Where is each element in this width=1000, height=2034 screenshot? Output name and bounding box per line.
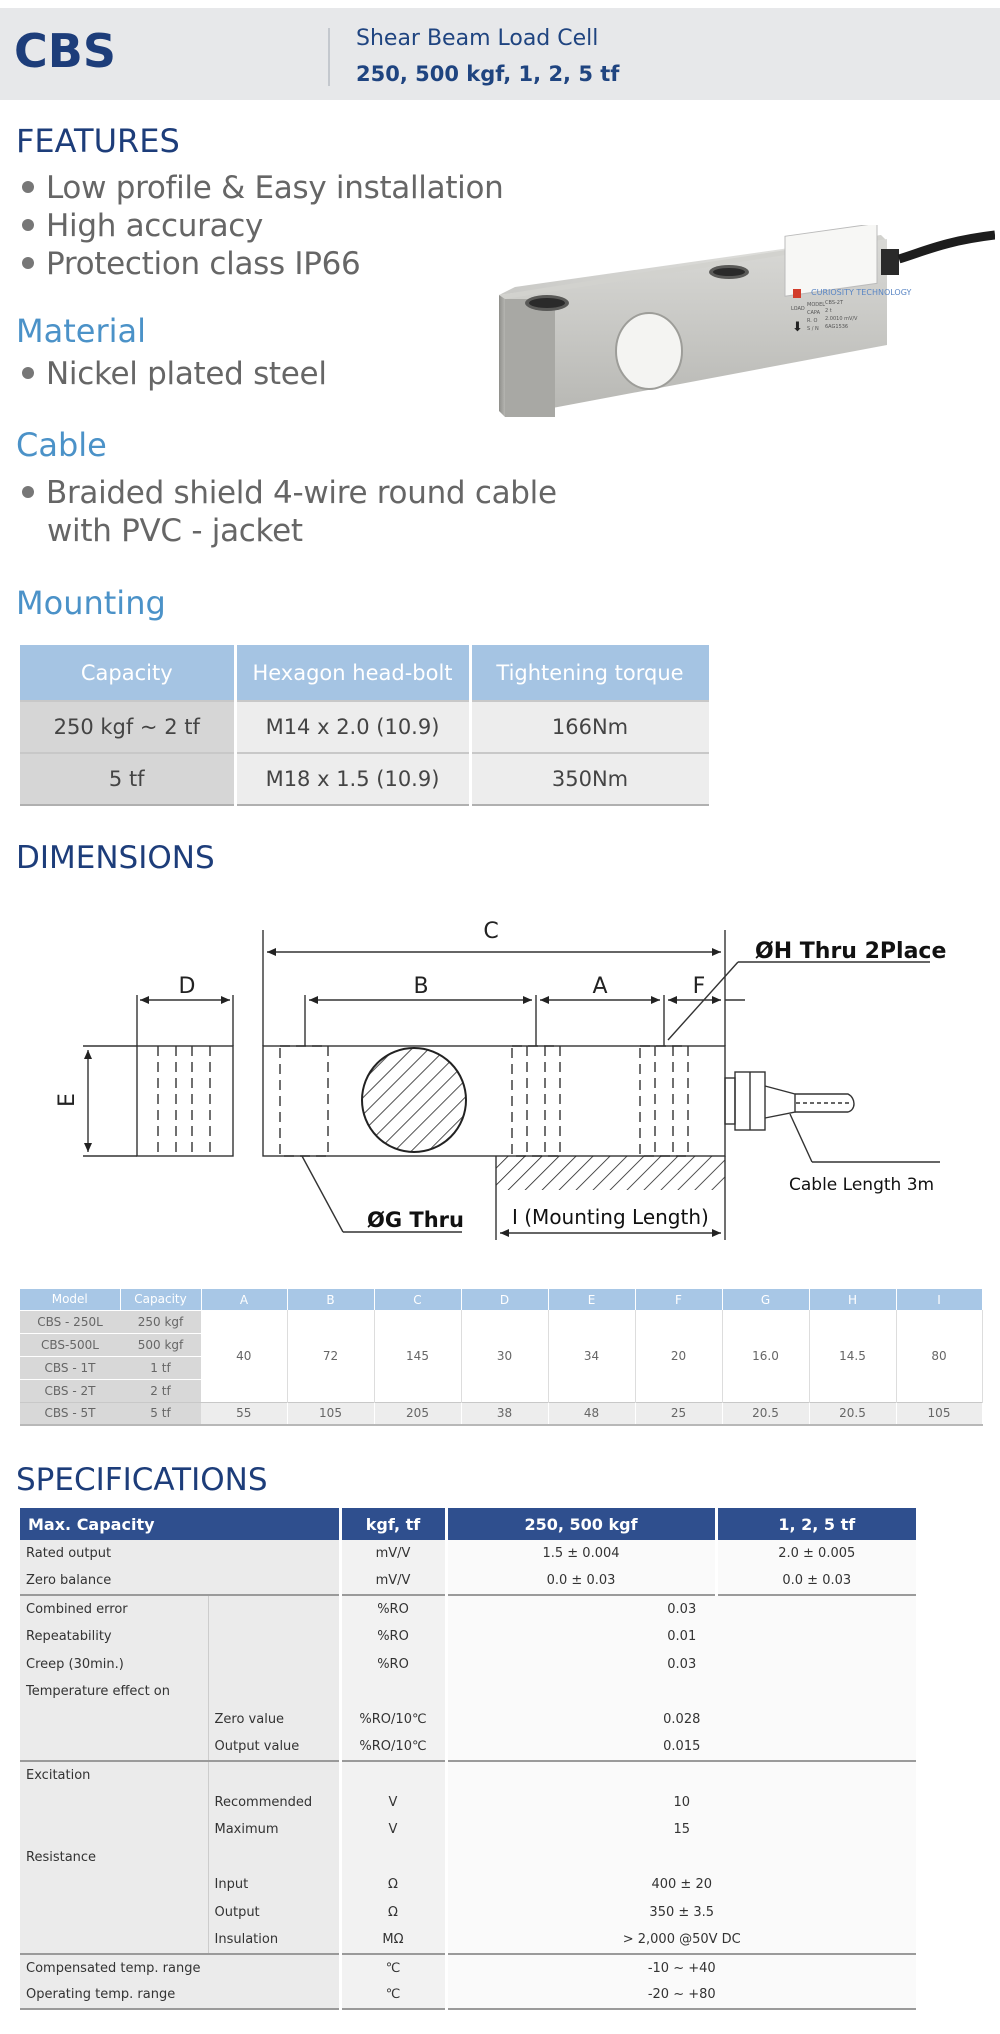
bullet-icon (22, 218, 34, 231)
dimension-drawing: C D B A F E ØH Thru 2Place ØG Thru I (Mo… (55, 919, 946, 1240)
dims-col-model: Model (20, 1289, 121, 1310)
cable-icon (897, 230, 995, 264)
label-model-key: MODEL (807, 302, 825, 308)
dims-col-a: A (201, 1289, 288, 1310)
table-row: Insulation MΩ > 2,000 @50V DC (20, 1926, 916, 1954)
mounting-col-capacity: Capacity (20, 645, 237, 701)
dim-label-d: D (179, 974, 196, 999)
bullet-icon (22, 180, 34, 193)
spec-col-high: 1, 2, 5 tf (716, 1508, 916, 1540)
table-row: Compensated temp. range ℃ -10 ~ +40 (20, 1952, 916, 1982)
dims-col-d: D (461, 1289, 549, 1310)
dims-col-c: C (374, 1289, 462, 1310)
cable-item: Braided shield 4-wire round cable (22, 475, 557, 511)
table-row: Zero balance mV/V 0.0 ± 0.03 0.0 ± 0.03 (20, 1567, 916, 1596)
dims-col-g: G (722, 1289, 810, 1310)
dims-col-i: I (896, 1289, 983, 1310)
load-cell-photo: CURIOSITY TECHNOLOGY LOAD MODEL CBS-2T C… (499, 225, 995, 417)
dims-col-f: F (635, 1289, 723, 1310)
material-heading: Material (16, 312, 146, 350)
table-row: CBS-500L 500 kgf (20, 1332, 982, 1356)
bullet-icon (22, 485, 34, 498)
table-row: CBS - 5T 5 tf 55 105 205 38 48 25 20.5 2… (20, 1401, 983, 1426)
table-row: Excitation (20, 1759, 916, 1789)
mounting-col-torque: Tightening torque (470, 645, 712, 701)
table-row: Output value %RO/10℃ 0.015 (20, 1733, 916, 1761)
dimensions-table: Model Capacity A B C D E F G H I CBS - 2… (20, 1289, 983, 1426)
mounting-heading: Mounting (16, 584, 166, 622)
brand-title: CBS (14, 24, 116, 78)
arrow-down-icon: ⬇ (792, 320, 803, 335)
table-row: Zero value %RO/10℃ 0.028 (20, 1705, 916, 1734)
dims-col-e: E (548, 1289, 636, 1310)
feature-item: Protection class IP66 (22, 246, 361, 282)
bullet-icon (22, 366, 34, 379)
dim-label-b: B (413, 974, 428, 999)
label-sn-value: 6AG1536 (825, 324, 848, 330)
table-row: Recommended V 10 (20, 1788, 916, 1816)
dims-col-capacity: Capacity (120, 1289, 202, 1310)
dim-label-c: C (483, 919, 498, 944)
mounting-col-bolt: Hexagon head-bolt (235, 645, 472, 701)
table-row: Combined error %RO 0.03 (20, 1594, 916, 1623)
label-sn-key: S / N (807, 326, 819, 332)
table-row: CBS - 250L 250 kgf 40 72 145 30 34 20 16… (20, 1309, 983, 1402)
specifications-heading: SPECIFICATIONS (16, 1462, 268, 1498)
table-row: Repeatability %RO 0.01 (20, 1622, 916, 1651)
cable-item-continued: with PVC - jacket (47, 513, 303, 549)
table-row: Resistance (20, 1843, 916, 1872)
header-divider (328, 28, 330, 86)
table-row: Output Ω 350 ± 3.5 (20, 1898, 916, 1927)
cable-heading: Cable (16, 426, 107, 464)
table-row: Operating temp. range ℃ -20 ~ +80 (20, 1981, 916, 2011)
dim-label-e: E (55, 1093, 80, 1107)
table-row: Rated output mV/V 1.5 ± 0.004 2.0 ± 0.00… (20, 1540, 916, 1568)
dim-label-hole-h: ØH Thru 2Place (755, 939, 946, 964)
label-ro-key: R. O (807, 318, 817, 324)
label-brand-line: CURIOSITY TECHNOLOGY (811, 288, 912, 297)
dimensions-heading: DIMENSIONS (16, 840, 215, 876)
table-row: Creep (30min.) %RO 0.03 (20, 1650, 916, 1678)
table-row: CBS - 1T 1 tf (20, 1355, 982, 1379)
material-item: Nickel plated steel (22, 356, 327, 392)
spec-col-capacity: Max. Capacity (20, 1508, 342, 1540)
spec-col-low: 250, 500 kgf (446, 1508, 718, 1540)
dim-label-hole-g: ØG Thru (367, 1208, 464, 1232)
feature-item: High accuracy (22, 208, 263, 244)
dim-label-a: A (592, 974, 607, 999)
product-capacities: 250, 500 kgf, 1, 2, 5 tf (356, 62, 620, 86)
table-row: 5 tf M18 x 1.5 (10.9) 350Nm (20, 752, 712, 806)
mounting-table: Capacity Hexagon head-bolt Tightening to… (20, 645, 712, 806)
label-capa-value: 2 t (825, 308, 832, 314)
features-heading: FEATURES (16, 122, 180, 160)
feature-item: Low profile & Easy installation (22, 170, 504, 206)
dims-col-b: B (287, 1289, 375, 1310)
header-bar (0, 8, 1000, 100)
label-model-value: CBS-2T (825, 300, 844, 306)
dim-label-mounting-length: I (Mounting Length) (512, 1205, 709, 1229)
bullet-icon (22, 256, 34, 269)
table-row: 250 kgf ~ 2 tf M14 x 2.0 (10.9) 166Nm (20, 700, 712, 753)
specifications-table: Max. Capacity kgf, tf 250, 500 kgf 1, 2,… (20, 1508, 916, 2011)
label-load: LOAD (791, 306, 805, 312)
spec-col-unit: kgf, tf (340, 1508, 448, 1540)
table-row: CBS - 2T 2 tf (20, 1378, 982, 1402)
table-row: Temperature effect on (20, 1677, 916, 1706)
table-row: Maximum V 15 (20, 1815, 916, 1844)
product-type: Shear Beam Load Cell (356, 26, 599, 51)
dim-label-cable-length: Cable Length 3m (789, 1175, 934, 1195)
label-capa-key: CAPA (807, 310, 821, 316)
table-row: Input Ω 400 ± 20 (20, 1871, 916, 1899)
dims-col-h: H (809, 1289, 897, 1310)
label-ro-value: 2.0010 mV/V (825, 316, 858, 322)
dim-label-f: F (693, 974, 706, 999)
